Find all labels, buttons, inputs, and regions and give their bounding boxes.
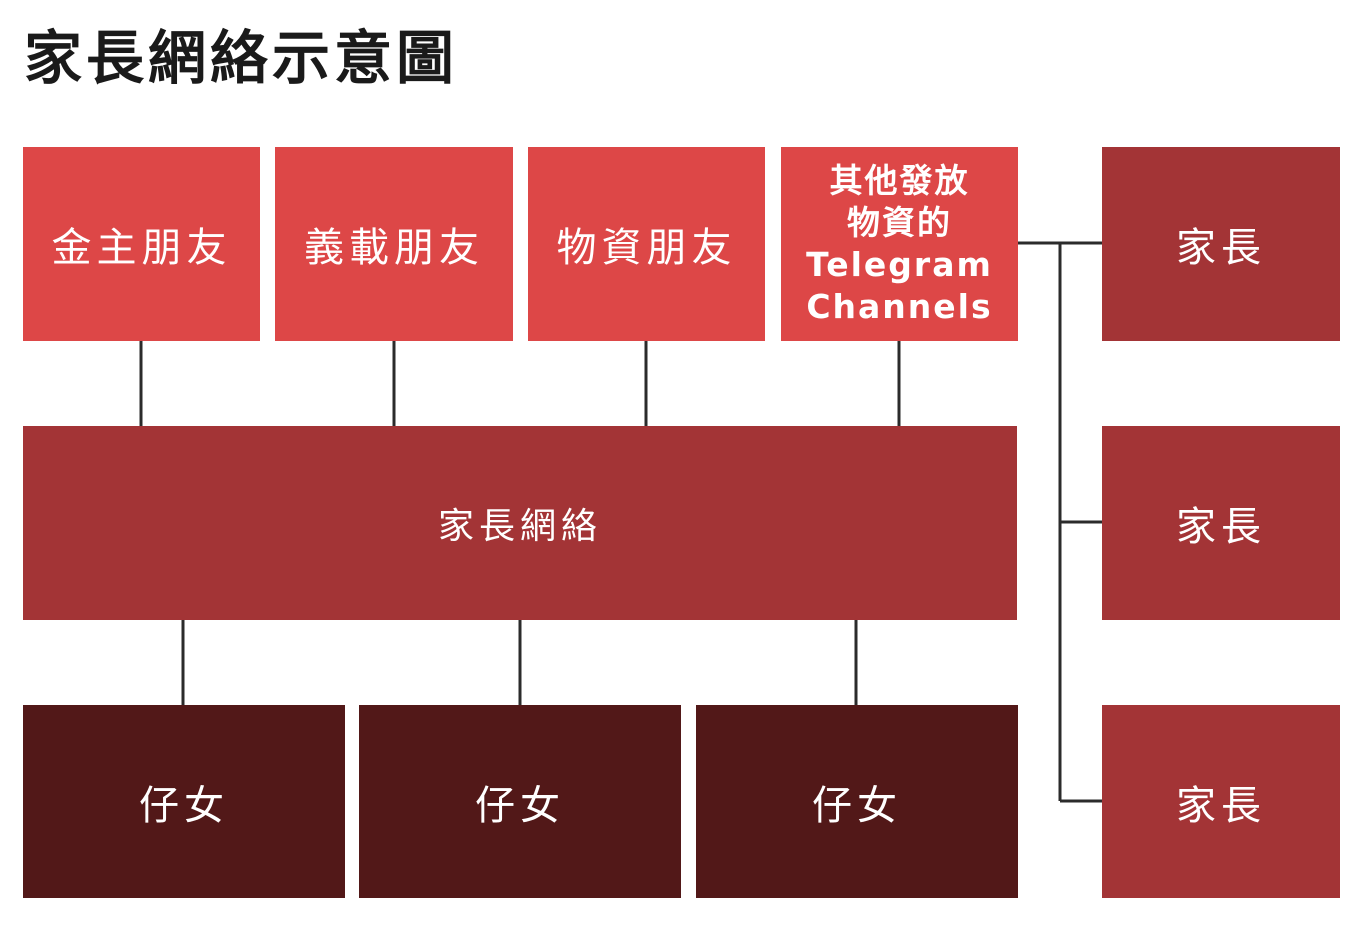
parent-label: 家長 bbox=[1176, 225, 1266, 271]
parent-network-box: 家長網絡 bbox=[23, 426, 1017, 620]
supporter-box-funders: 金主朋友 bbox=[23, 147, 260, 341]
parent-label: 家長 bbox=[1176, 782, 1266, 829]
supporter-label: 義載朋友 bbox=[304, 225, 484, 271]
supporter-box-supplies: 物資朋友 bbox=[528, 147, 765, 341]
child-box-2: 仔女 bbox=[359, 705, 681, 898]
parent-label: 家長 bbox=[1176, 504, 1266, 550]
child-box-1: 仔女 bbox=[23, 705, 345, 898]
parent-box-1: 家長 bbox=[1102, 147, 1340, 341]
supporter-label: 金主朋友 bbox=[51, 225, 232, 271]
page-title: 家長網絡示意圖 bbox=[24, 24, 459, 92]
parent-box-3: 家長 bbox=[1102, 705, 1340, 898]
supporter-box-drivers: 義載朋友 bbox=[275, 147, 513, 341]
child-label: 仔女 bbox=[475, 782, 565, 829]
supporter-label: 物資朋友 bbox=[556, 225, 737, 271]
network-label: 家長網絡 bbox=[437, 506, 602, 547]
supporter-label: 其他發放 物資的 Telegram Channels bbox=[806, 161, 993, 326]
parent-box-2: 家長 bbox=[1102, 426, 1340, 620]
child-label: 仔女 bbox=[139, 782, 229, 829]
child-label: 仔女 bbox=[812, 782, 902, 829]
child-box-3: 仔女 bbox=[696, 705, 1018, 898]
supporter-box-telegram-channels: 其他發放 物資的 Telegram Channels bbox=[781, 147, 1018, 341]
